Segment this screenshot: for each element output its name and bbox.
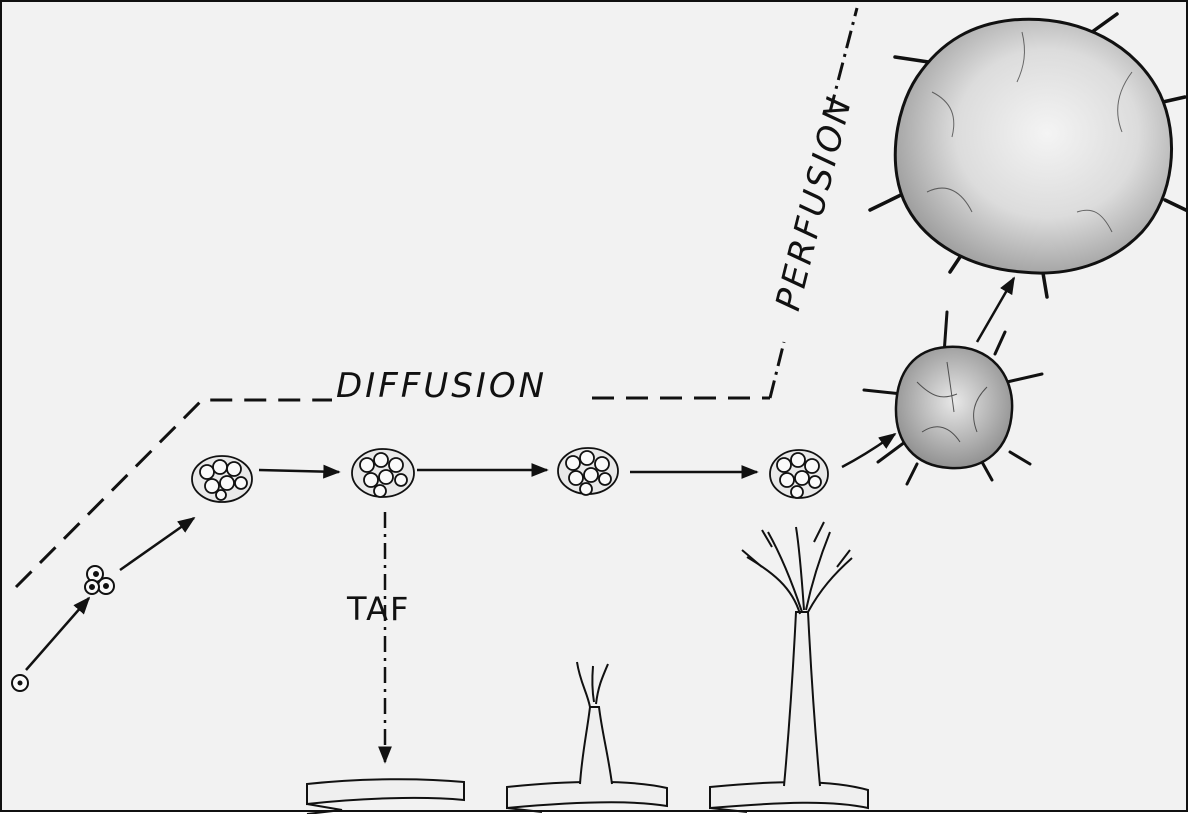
cell-cluster-3 bbox=[558, 448, 618, 495]
blood-vessel-3 bbox=[710, 522, 868, 812]
blood-vessel-1 bbox=[307, 779, 464, 814]
taf-label: TAF bbox=[347, 590, 410, 628]
cell-cluster-4 bbox=[770, 450, 828, 498]
cell-cluster-2 bbox=[352, 449, 414, 497]
blood-vessel-2 bbox=[507, 662, 667, 812]
growth-arrows bbox=[26, 278, 1014, 670]
cell-cluster-1 bbox=[192, 456, 252, 502]
single-cell bbox=[12, 675, 28, 691]
vascularized-tumor-medium bbox=[864, 312, 1042, 484]
diffusion-label: DIFFUSION bbox=[336, 366, 547, 406]
small-cell-cluster bbox=[85, 566, 114, 594]
vascularized-tumor-large bbox=[870, 14, 1188, 297]
